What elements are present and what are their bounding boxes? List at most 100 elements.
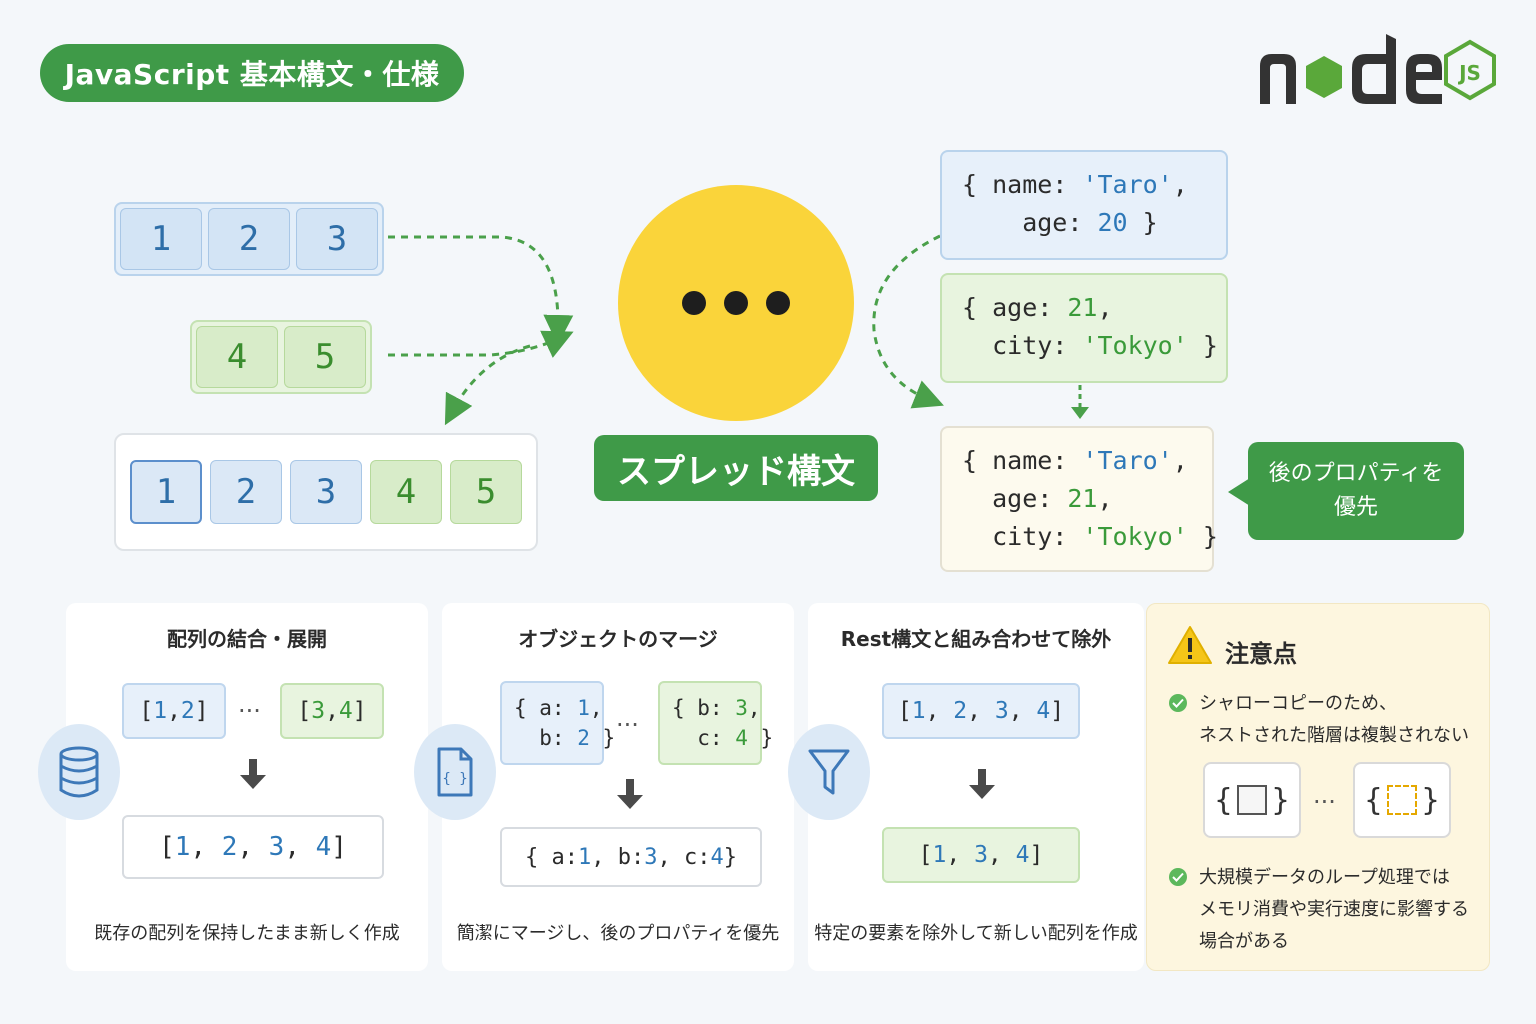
solid-box-icon bbox=[1237, 785, 1267, 815]
separator: , bbox=[325, 698, 339, 724]
panel-array-concat: 配列の結合・展開 [ 1, 2 ] ··· [ 3, 4 ] [ 1, 2, 3… bbox=[66, 603, 428, 971]
code-text: , bbox=[1172, 446, 1188, 475]
array-cell: 2 bbox=[208, 208, 290, 270]
priority-callout: 後のプロパティを 優先 bbox=[1248, 442, 1464, 540]
bracket: ] bbox=[194, 698, 209, 724]
code-text: , bbox=[589, 696, 603, 720]
bracket: ] bbox=[1029, 842, 1044, 868]
spread-ellipsis: ··· bbox=[238, 697, 261, 725]
nodejs-logo: JS bbox=[1260, 34, 1496, 104]
copy-shallow: { } bbox=[1353, 762, 1451, 838]
code-text: { a: bbox=[525, 844, 578, 870]
array-cell: 2 bbox=[210, 460, 282, 524]
array-value: 2 bbox=[221, 832, 238, 862]
code-text: { a: bbox=[514, 696, 578, 720]
array-value: 3 bbox=[268, 832, 285, 862]
code-number: 2 bbox=[577, 726, 590, 750]
code-text: city: bbox=[962, 522, 1083, 551]
code-text: , bbox=[1172, 170, 1188, 199]
filter-icon bbox=[808, 749, 850, 795]
code-text: { name: bbox=[962, 446, 1083, 475]
bracket: [ bbox=[139, 698, 154, 724]
array-result: [ 1, 2, 3, 4 ] bbox=[122, 815, 384, 879]
code-number: 3 bbox=[644, 844, 658, 870]
bracket: [ bbox=[918, 842, 933, 868]
code-text: , b: bbox=[591, 844, 645, 870]
database-icon bbox=[59, 746, 99, 798]
code-text: , bbox=[1097, 293, 1113, 322]
code-text: } bbox=[747, 726, 774, 750]
array-value: 1 bbox=[174, 832, 191, 862]
spread-ellipsis: ··· bbox=[616, 711, 639, 739]
array-cell: 1 bbox=[120, 208, 202, 270]
object-merged: { name: 'Taro', age: 21, city: 'Tokyo' } bbox=[940, 426, 1218, 572]
code-number: 3 bbox=[735, 696, 748, 720]
panel-caption: 既存の配列を保持したまま新しく作成 bbox=[94, 923, 400, 944]
array-value: 1 bbox=[932, 842, 947, 868]
database-icon-badge bbox=[38, 724, 120, 820]
spread-label: スプレッド構文 bbox=[594, 435, 878, 501]
bracket: ] bbox=[331, 832, 347, 862]
panel-title: 配列の結合・展開 bbox=[167, 627, 327, 651]
dashed-box-icon bbox=[1387, 785, 1417, 815]
code-text: } bbox=[1127, 208, 1158, 237]
array-cell: 4 bbox=[196, 326, 278, 388]
code-number: 21 bbox=[1067, 293, 1098, 322]
warning-item: 大規模データのループ処理では メモリ消費や実行速度に影響する 場合がある bbox=[1199, 867, 1469, 952]
array-value: 2 bbox=[953, 698, 968, 724]
array-cell: 3 bbox=[296, 208, 378, 270]
code-text: , c: bbox=[657, 844, 711, 870]
check-icon bbox=[1169, 694, 1187, 712]
code-text: { name: bbox=[962, 170, 1083, 199]
json-file-icon: { } bbox=[437, 747, 473, 797]
code-number: 1 bbox=[577, 696, 590, 720]
code-text: { b: bbox=[672, 696, 736, 720]
code-string: 'Taro' bbox=[1082, 446, 1173, 475]
object-result: { a: 1, b: 3, c: 4 } bbox=[500, 827, 762, 887]
code-number: 21 bbox=[1067, 484, 1098, 513]
dot-icon bbox=[766, 291, 790, 315]
code-number: 20 bbox=[1097, 208, 1128, 237]
array-cell: 3 bbox=[290, 460, 362, 524]
merged-array: 1 2 3 4 5 bbox=[114, 433, 538, 551]
warning-title: 注意点 bbox=[1225, 640, 1297, 668]
bracket: ] bbox=[1050, 698, 1065, 724]
callout-tail bbox=[1228, 478, 1250, 506]
code-string: 'Taro' bbox=[1082, 170, 1173, 199]
array-value: 3 bbox=[974, 842, 988, 868]
brace: } bbox=[1271, 782, 1291, 818]
array-input: [ 1, 2, 3, 4 ] bbox=[882, 683, 1080, 739]
down-arrow-icon bbox=[1071, 385, 1089, 419]
array-value: 3 bbox=[311, 698, 326, 724]
code-text: b: bbox=[514, 726, 578, 750]
warning-panel: 注意点 シャローコピーのため、 ネストされた階層は複製されない { } ··· … bbox=[1146, 603, 1490, 971]
array-value: 1 bbox=[911, 698, 926, 724]
panel-object-merge: オブジェクトのマージ { a: 1, b: 2 } ··· { b: 3, c:… bbox=[442, 603, 794, 971]
array-cell: 5 bbox=[284, 326, 366, 388]
code-text: } bbox=[1187, 331, 1218, 360]
code-string: 'Tokyo' bbox=[1082, 522, 1188, 551]
array-mini-right: [ 3, 4 ] bbox=[280, 683, 384, 739]
array-first: 1 2 3 bbox=[114, 202, 384, 276]
callout-line: 後のプロパティを bbox=[1268, 461, 1444, 486]
svg-text:{ }: { } bbox=[442, 771, 467, 787]
object-merge-arrow bbox=[872, 234, 944, 409]
brace: { bbox=[1363, 782, 1383, 818]
array-value: 1 bbox=[153, 698, 168, 724]
dot-icon bbox=[724, 291, 748, 315]
check-icon bbox=[1169, 868, 1187, 886]
code-text: age: bbox=[962, 484, 1068, 513]
code-text: c: bbox=[672, 726, 736, 750]
spread-operator-icon bbox=[618, 185, 854, 421]
array-second: 4 5 bbox=[190, 320, 372, 394]
panel-caption: 簡潔にマージし、後のプロパティを優先 bbox=[456, 923, 780, 944]
panel-caption: 特定の要素を除外して新しい配列を作成 bbox=[814, 923, 1138, 944]
panel-title: Rest構文と組み合わせて除外 bbox=[840, 627, 1112, 651]
json-file-icon-badge: { } bbox=[414, 724, 496, 820]
array-cell: 1 bbox=[130, 460, 202, 524]
code-text: , bbox=[1097, 484, 1113, 513]
warning-icon bbox=[1168, 626, 1212, 664]
array-cell: 4 bbox=[370, 460, 442, 524]
array-output: [ 1, 3, 4 ] bbox=[882, 827, 1080, 883]
bracket: [ bbox=[897, 698, 912, 724]
